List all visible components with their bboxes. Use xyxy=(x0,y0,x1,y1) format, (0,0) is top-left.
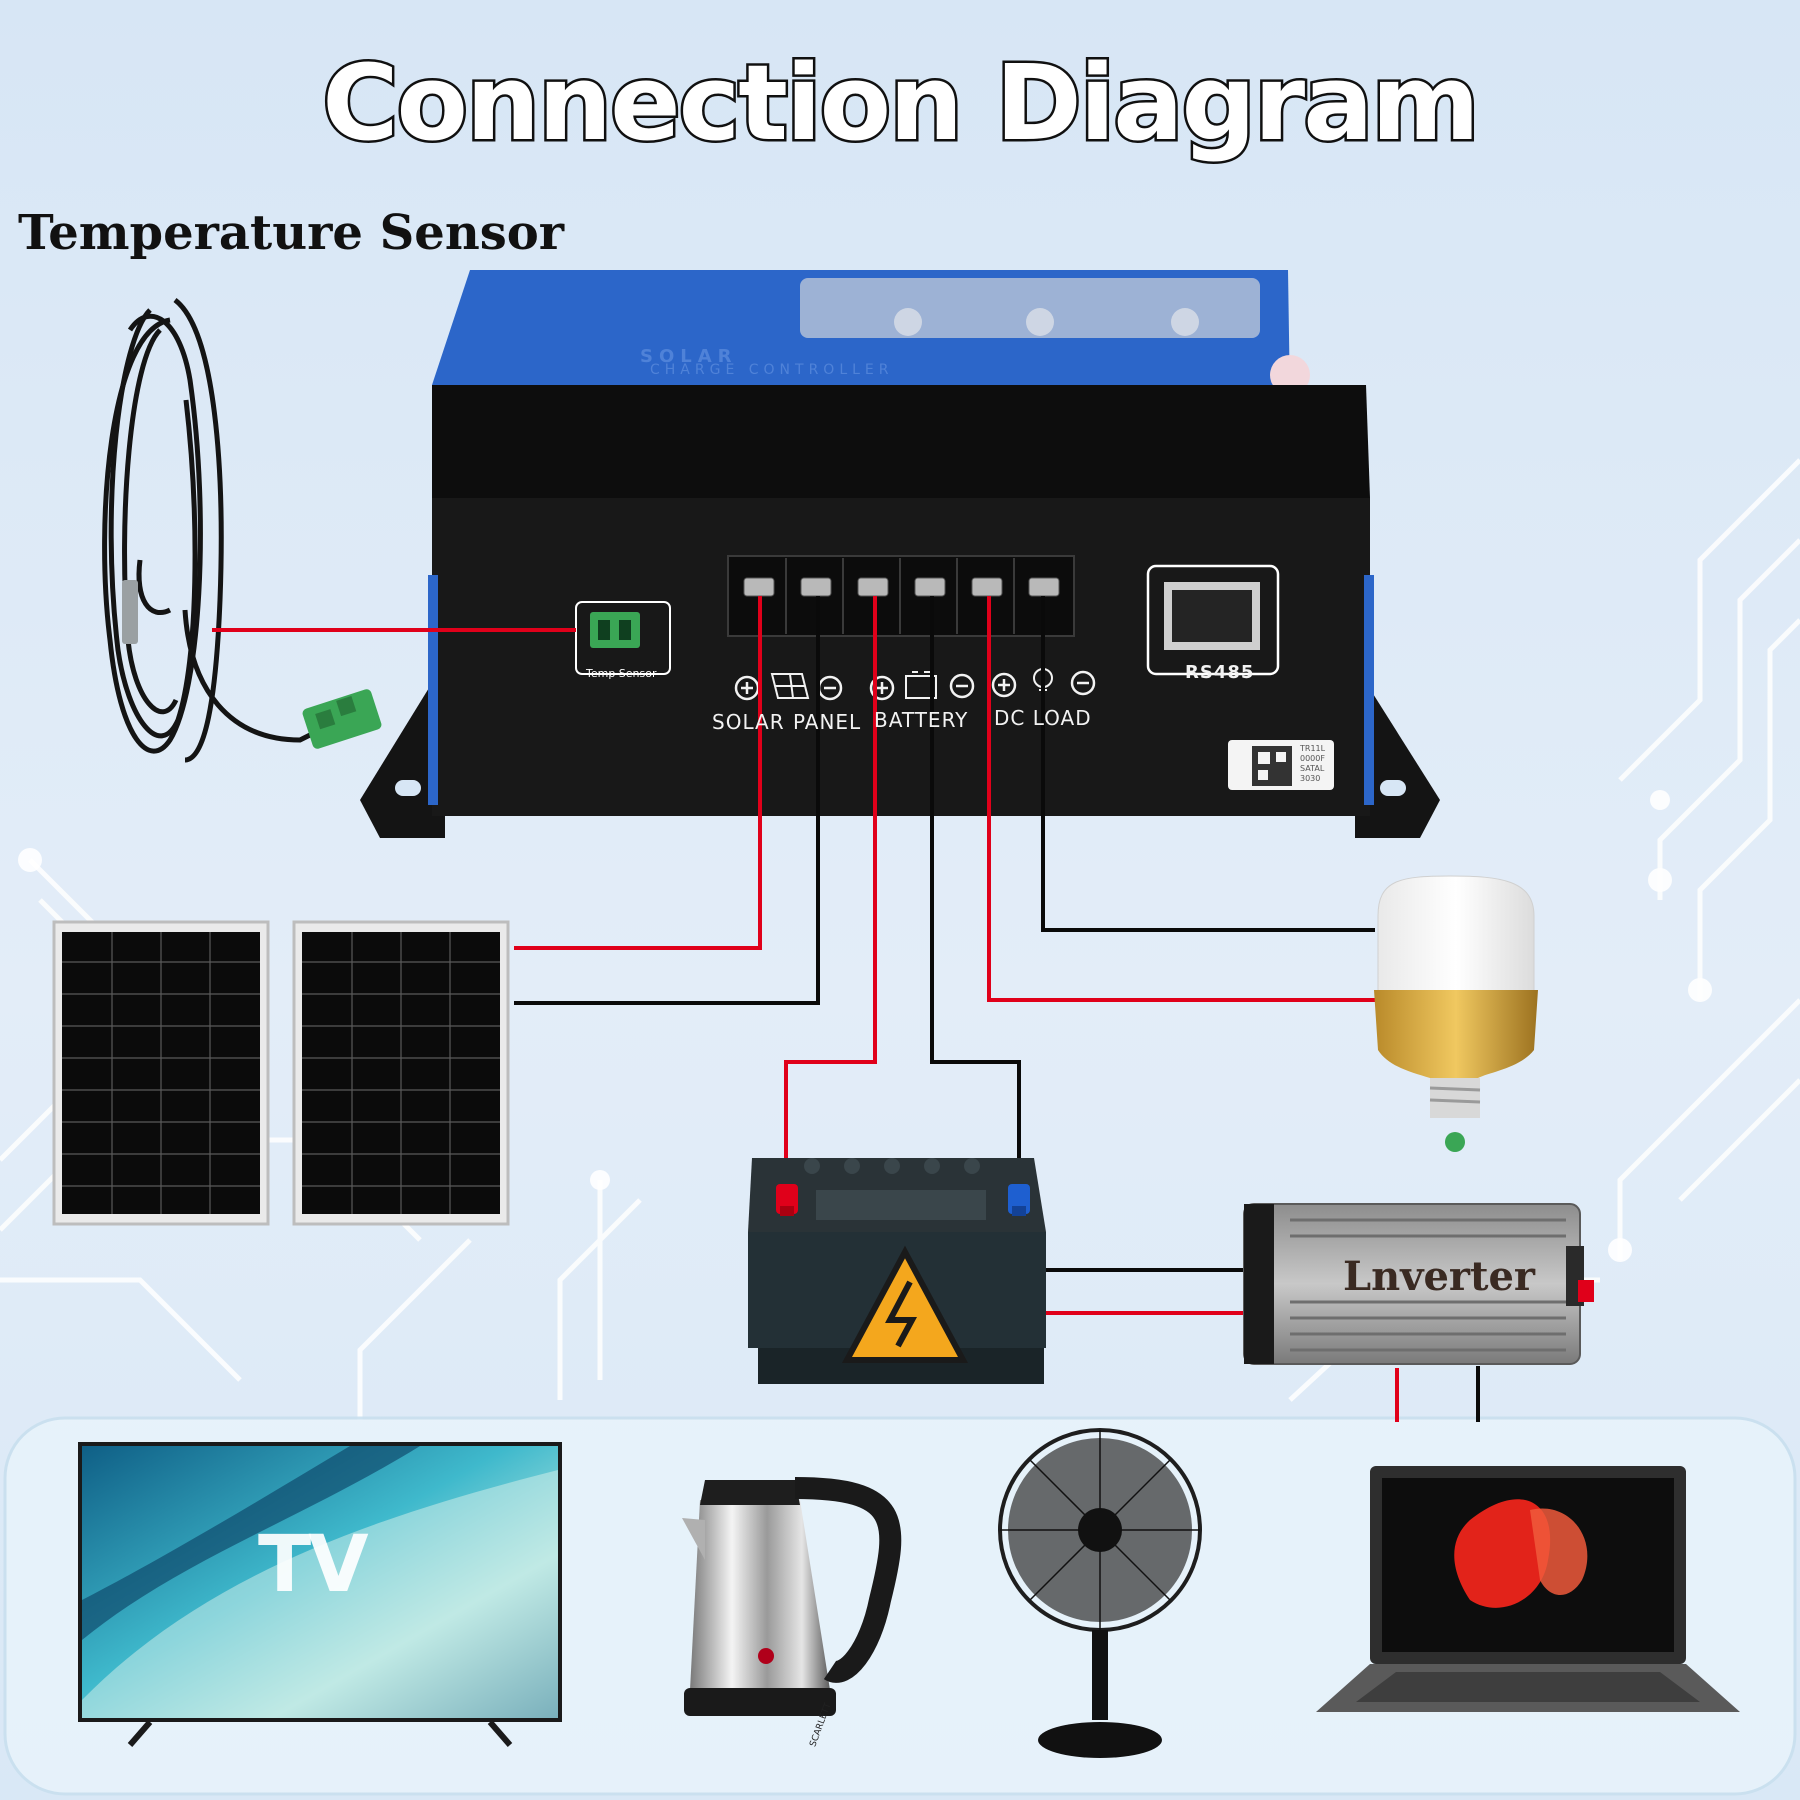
solar-panel-icon xyxy=(770,673,810,699)
page-title: Connection Diagram xyxy=(320,40,1483,167)
battery-positive-terminal-icon xyxy=(776,1184,798,1216)
temp-sensor-port xyxy=(575,601,671,675)
wire-solar-positive xyxy=(514,596,762,950)
wire-load-negative xyxy=(1041,596,1375,932)
rs485-label: RS485 xyxy=(1185,662,1255,683)
charge-controller xyxy=(360,270,1440,838)
wire-battery-negative xyxy=(930,596,1021,1196)
rs485-port xyxy=(1146,564,1280,676)
temperature-sensor-label: Temperature Sensor xyxy=(18,205,565,261)
light-bulb-icon xyxy=(1374,875,1538,1152)
wire-solar-negative xyxy=(514,596,820,1005)
label-dc-load: DC LOAD xyxy=(994,706,1092,730)
solar-panel-array xyxy=(52,920,510,1226)
label-battery: BATTERY xyxy=(874,708,969,732)
wiring xyxy=(212,596,1480,1422)
battery-icon xyxy=(905,671,937,699)
wire-load-positive xyxy=(987,596,1375,1002)
inverter xyxy=(1243,1203,1594,1365)
electric-kettle xyxy=(682,1477,902,1716)
label-panel: PANEL xyxy=(793,710,862,734)
sensor-probe xyxy=(122,580,138,644)
desk-fan xyxy=(998,1428,1202,1758)
temperature-sensor-cable xyxy=(102,298,382,763)
tv xyxy=(78,1442,562,1747)
controller-front-panel xyxy=(432,498,1370,816)
inverter-label: Lnverter xyxy=(1343,1253,1535,1300)
high-voltage-warning-icon xyxy=(841,1245,969,1363)
label-solar: SOLAR xyxy=(712,710,785,734)
brand-line-2: CHARGE CONTROLLER xyxy=(650,362,894,378)
tv-screen-text: TV xyxy=(258,1520,369,1610)
controller-front-upper xyxy=(432,385,1370,498)
battery xyxy=(748,1158,1046,1384)
wire-battery-positive xyxy=(784,596,877,1196)
green-sensor-connector-icon xyxy=(302,689,382,749)
laptop xyxy=(1316,1466,1740,1712)
battery-negative-terminal-icon xyxy=(1008,1184,1030,1216)
mount-foot-left xyxy=(360,670,445,838)
brand-line-1: SOLAR xyxy=(640,346,738,367)
mount-foot-right xyxy=(1355,670,1440,838)
temp-sensor-port-label: Temp Sensor xyxy=(586,667,657,680)
